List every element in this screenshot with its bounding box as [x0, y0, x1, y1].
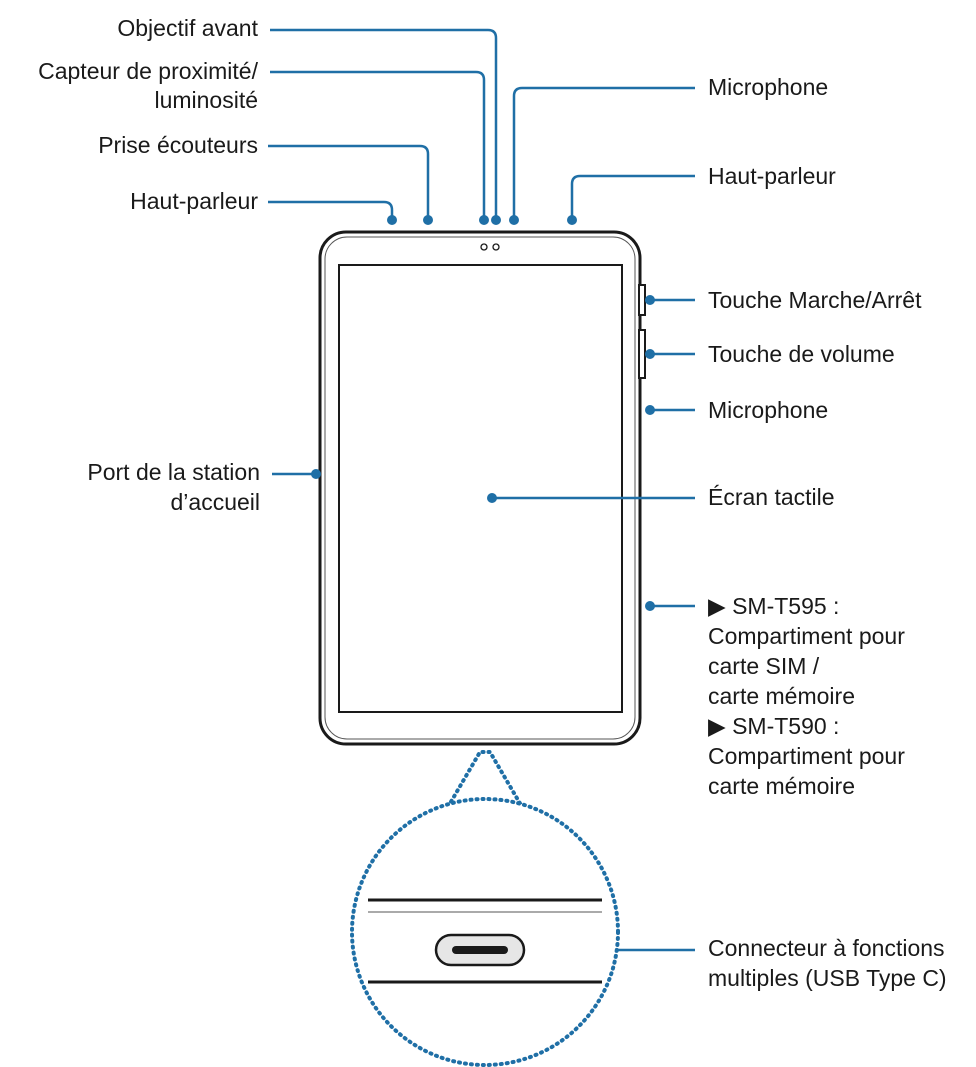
dot-sim-tray [645, 601, 655, 611]
callout-haut-parleur-right [570, 174, 695, 218]
callout-prise-ecouteurs [268, 144, 430, 218]
volume-key-shape [638, 329, 646, 379]
callout-objectif-avant [270, 28, 498, 218]
dot-microphone-top [509, 215, 519, 225]
label-touche-volume: Touche de volume [708, 341, 895, 367]
dot-capteur [479, 215, 489, 225]
label-port-line1: Port de la station [87, 459, 260, 485]
label-sm-t590: ▶ SM-T590 : [708, 713, 840, 739]
label-prise-ecouteurs: Prise écouteurs [98, 132, 258, 158]
label-ecran-tactile: Écran tactile [708, 484, 835, 510]
dot-haut-parleur-right [567, 215, 577, 225]
dot-prise-ecouteurs [423, 215, 433, 225]
label-comp-line2: carte SIM / [708, 653, 820, 679]
dot-objectif-avant [491, 215, 501, 225]
usb-c-slot [452, 946, 508, 954]
touch-screen [338, 264, 623, 713]
tablet-inner-edge [324, 236, 636, 740]
dot-ecran-tactile [487, 493, 497, 503]
label-microphone-side: Microphone [708, 397, 829, 423]
label-haut-parleur-left: Haut-parleur [130, 188, 258, 214]
sensor-shape [492, 243, 500, 251]
label-comp2-line2: carte mémoire [708, 773, 855, 799]
label-haut-parleur-right: Haut-parleur [708, 163, 836, 189]
label-comp-line1: Compartiment pour [708, 623, 905, 649]
callout-capteur [270, 70, 486, 218]
front-camera-shape [480, 243, 488, 251]
callout-microphone-top [512, 86, 695, 218]
label-objectif-avant: Objectif avant [117, 15, 258, 41]
label-capteur-line1: Capteur de proximité/ [38, 58, 258, 84]
label-microphone-top: Microphone [708, 74, 829, 100]
dot-touche-volume [645, 349, 655, 359]
power-key-shape [638, 284, 646, 316]
magnifier-pointer [443, 750, 527, 814]
label-comp2-line1: Compartiment pour [708, 743, 905, 769]
label-connecteur-line2: multiples (USB Type C) [708, 965, 947, 991]
label-capteur-line2: luminosité [154, 87, 258, 113]
dot-microphone-side [645, 405, 655, 415]
dot-touche-marche [645, 295, 655, 305]
magnifier-circle [350, 797, 620, 1067]
label-touche-marche: Touche Marche/Arrêt [708, 287, 922, 313]
dot-haut-parleur-left [387, 215, 397, 225]
label-port-line2: d’accueil [170, 489, 261, 515]
callout-haut-parleur-left [268, 200, 394, 218]
label-sm-t595: ▶ SM-T595 : [708, 593, 840, 619]
label-comp-line3: carte mémoire [708, 683, 855, 709]
dot-port-station [311, 469, 321, 479]
label-connecteur-line1: Connecteur à fonctions [708, 935, 945, 961]
